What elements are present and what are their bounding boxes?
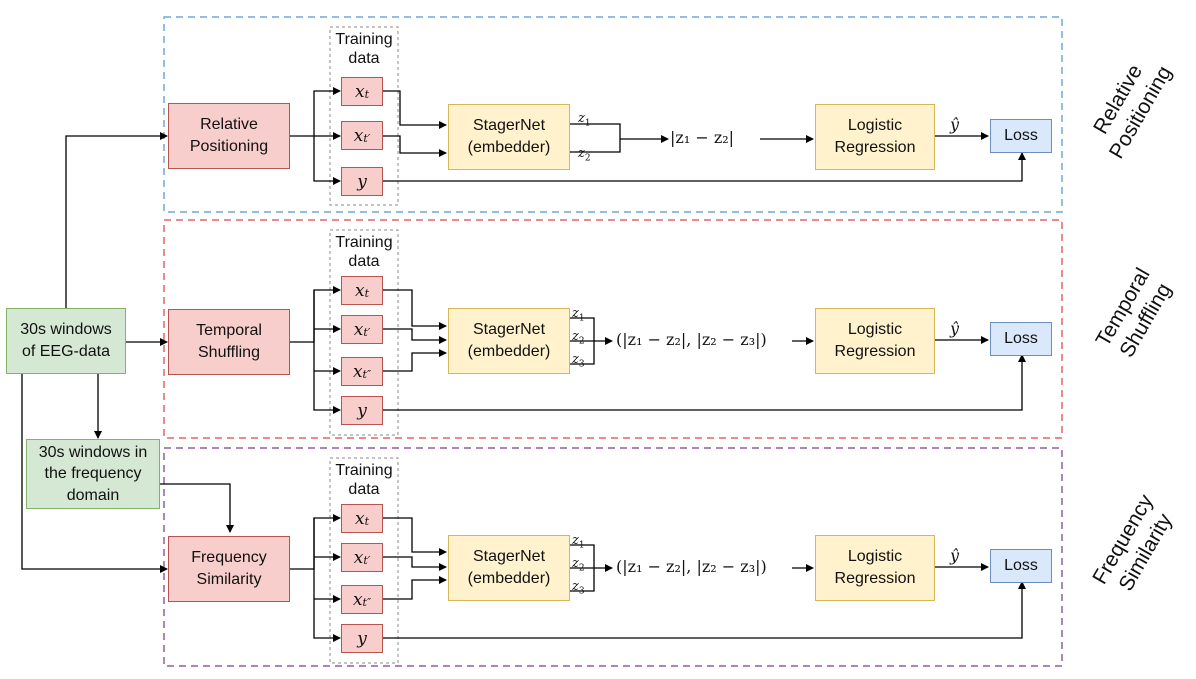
logistic-regression: Logistic Regression bbox=[815, 104, 935, 170]
panel-frame-temporal-shuffling bbox=[163, 219, 1063, 439]
logistic-regression: Logistic Regression bbox=[815, 535, 935, 601]
training-data-label: Training data bbox=[335, 31, 393, 68]
stagernet-embedder: StagerNet (embedder) bbox=[448, 308, 570, 374]
var-y: y bbox=[341, 396, 383, 425]
z1-label: z1 bbox=[578, 111, 591, 129]
feature-expression: (|z₁ − z₂|, |z₂ − z₃|) bbox=[616, 330, 767, 349]
yhat-label: ŷ bbox=[950, 319, 960, 338]
yhat-label: ŷ bbox=[950, 115, 960, 134]
z1-label: z1 bbox=[572, 533, 585, 551]
var-y: y bbox=[341, 624, 383, 653]
panel-frame-frequency-similarity bbox=[163, 447, 1063, 667]
z2-label: z2 bbox=[572, 556, 585, 574]
task-frequency-similarity: Frequency Similarity bbox=[168, 536, 290, 602]
panel-frame-relative-positioning bbox=[163, 16, 1063, 213]
task-relative-positioning: Relative Positioning bbox=[168, 103, 290, 169]
training-data-label: Training data bbox=[335, 234, 393, 271]
stagernet-embedder: StagerNet (embedder) bbox=[448, 535, 570, 601]
yhat-label: ŷ bbox=[950, 546, 960, 565]
feature-expression: |z₁ − z₂| bbox=[670, 128, 735, 147]
var-y: y bbox=[341, 167, 383, 196]
task-temporal-shuffling: Temporal Shuffling bbox=[168, 309, 290, 375]
loss-box: Loss bbox=[990, 119, 1052, 153]
logistic-regression: Logistic Regression bbox=[815, 308, 935, 374]
z2-label: z2 bbox=[578, 146, 591, 164]
feature-expression: (|z₁ − z₂|, |z₂ − z₃|) bbox=[616, 557, 767, 576]
loss-box: Loss bbox=[990, 322, 1052, 356]
loss-box: Loss bbox=[990, 549, 1052, 583]
z3-label: z3 bbox=[572, 352, 585, 370]
z3-label: z3 bbox=[572, 579, 585, 597]
frequency-domain-box: 30s windows in the frequency domain bbox=[26, 439, 160, 509]
z1-label: z1 bbox=[572, 306, 585, 324]
stagernet-embedder: StagerNet (embedder) bbox=[448, 104, 570, 170]
z2-label: z2 bbox=[572, 329, 585, 347]
training-data-label: Training data bbox=[335, 462, 393, 499]
eeg-windows-box: 30s windows of EEG-data bbox=[6, 308, 126, 374]
